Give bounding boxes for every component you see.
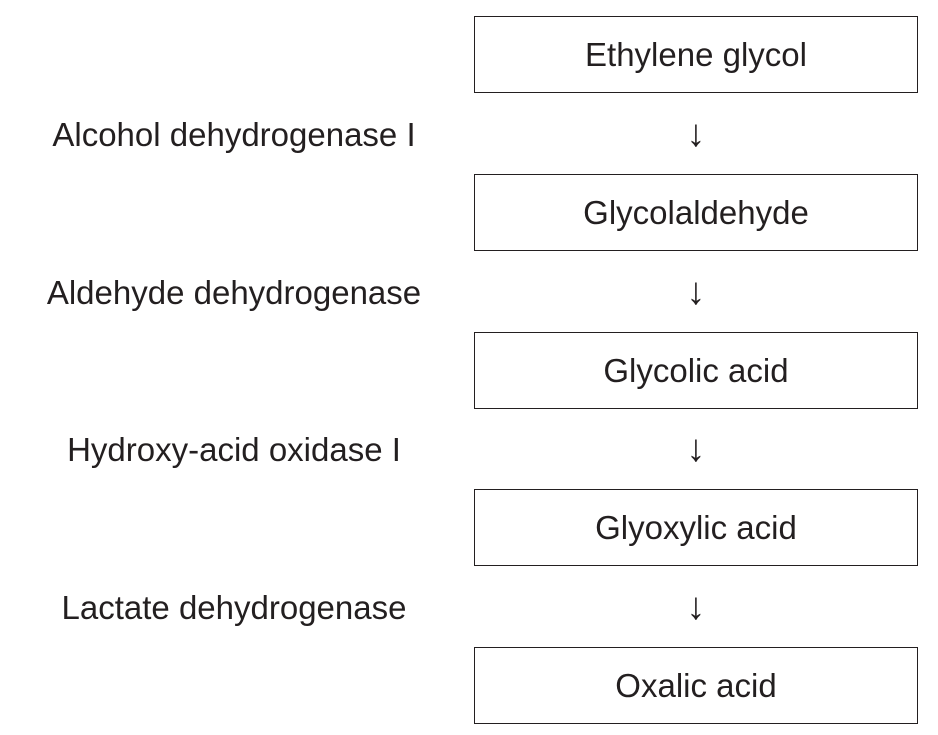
compound-label: Ethylene glycol <box>585 35 807 73</box>
enzyme-label-lactate-dehydrogenase: Lactate dehydrogenase <box>61 589 407 626</box>
compound-box-glycolic-acid: Glycolic acid <box>474 332 918 409</box>
compound-label: Oxalic acid <box>615 666 777 704</box>
enzyme-label-alcohol-dehydrogenase: Alcohol dehydrogenase I <box>52 116 416 153</box>
down-arrow-icon: ↓ <box>686 428 706 470</box>
compound-label: Glycolic acid <box>603 351 789 389</box>
compound-box-ethylene-glycol: Ethylene glycol <box>474 16 918 93</box>
down-arrow-icon: ↓ <box>686 271 706 313</box>
compound-box-glyoxylic-acid: Glyoxylic acid <box>474 489 918 566</box>
down-arrow-icon: ↓ <box>686 586 706 628</box>
compound-label: Glycolaldehyde <box>583 193 809 231</box>
compound-box-glycolaldehyde: Glycolaldehyde <box>474 174 918 251</box>
enzyme-label-hydroxy-acid-oxidase: Hydroxy-acid oxidase I <box>67 431 401 468</box>
compound-box-oxalic-acid: Oxalic acid <box>474 647 918 724</box>
down-arrow-icon: ↓ <box>686 113 706 155</box>
compound-label: Glyoxylic acid <box>595 508 797 546</box>
enzyme-label-aldehyde-dehydrogenase: Aldehyde dehydrogenase <box>46 274 422 311</box>
